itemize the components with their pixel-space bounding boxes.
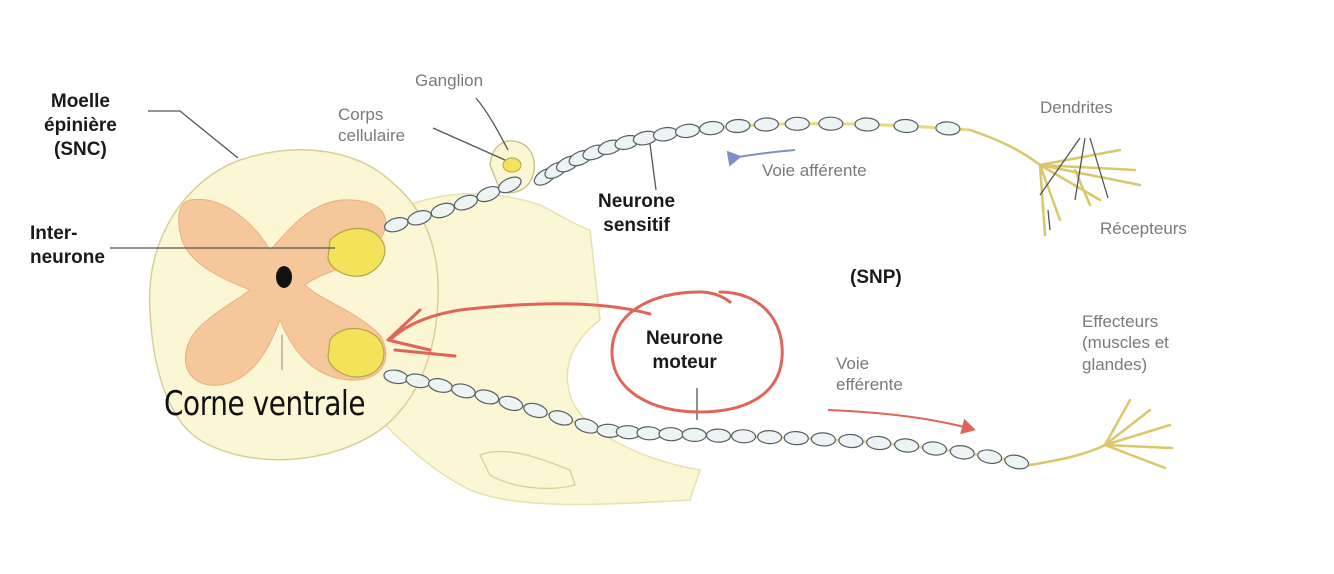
sensory-axon-myelin-segment [935,121,961,136]
motor-axon-myelin-segment [783,430,809,446]
label-neurone-moteur: Neurone moteur [646,327,723,375]
motor-axon-myelin-segment [731,429,757,444]
motor-axon-myelin-segment [705,428,732,443]
label-moteur-line2: moteur [652,351,717,373]
motor-axon-myelin-segment [949,445,975,460]
motor-axon-myelin-segment [498,395,524,412]
label-ganglion: Ganglion [415,71,484,90]
motor-axon-myelin-segment [894,438,920,453]
effector-terminals [1028,398,1174,470]
annotation-tail [393,348,457,358]
sensory-axon-myelin-segment [652,126,678,142]
label-corps-line2: cellulaire [338,126,406,146]
motor-axon-myelin-segment [636,426,662,441]
tissue-flap [479,450,576,490]
label-effecteurs-line3: glandes) [1082,354,1148,374]
annotation-arrowhead [386,308,432,352]
label-moteur-line1: Neurone [646,328,724,349]
label-voie-afferente: Voie afférente [762,161,867,180]
interneurone-soma [327,227,386,277]
label-sensitif-line1: Neurone [598,191,676,212]
sensory-axon-myelin-segment [725,118,751,134]
label-voie-efferente: Voie efférente [836,353,903,396]
label-corne-ventrale: Corne ventrale [164,384,366,424]
label-efferente-line2: efférente [836,375,903,395]
motor-axon-myelin-segment [977,449,1003,465]
label-neurone-sensitif: Neurone sensitif [598,190,675,238]
annotation-arrow [388,302,652,342]
leader-lines [110,97,1109,420]
dendrites [968,128,1142,237]
label-moelle: Moelle épinière (SNC) [44,90,117,161]
label-interneurone-line2: neurone [30,246,105,268]
efferent-arrow [827,409,976,435]
motor-axon-myelin-segment [921,441,948,456]
label-corps-line1: Corps [338,105,384,124]
afferent-arrow [726,149,796,167]
label-effecteurs-line2: (muscles et [1082,333,1169,353]
sensory-axon-myelin-segment [699,120,725,136]
label-effecteurs-line1: Effecteurs [1082,312,1159,331]
label-moelle-line1: Moelle [50,91,110,112]
motor-axon-myelin-segment [523,402,548,419]
label-moelle-line2: épinière [44,114,117,136]
sensory-axon-myelin-segment [818,116,844,131]
sensory-axon-myelin-segment [854,117,880,132]
motor-axon-myelin-segment [658,427,684,442]
motor-axon-myelin-segment [474,389,500,405]
motor-axon-myelin-segment [838,433,864,449]
sensory-axon [384,116,971,233]
label-dendrites: Dendrites [1040,98,1113,117]
motor-neuron-soma [327,327,385,378]
motor-axon-myelin-segment [810,432,836,447]
motor-axon-myelin-segment [866,435,892,451]
motor-axon-myelin-segment [548,410,574,426]
ganglion-soma [502,157,522,173]
label-efferente-line1: Voie [836,354,870,373]
annotation-circle [610,290,784,414]
sensory-axon-myelin-segment [497,176,522,194]
label-effecteurs: Effecteurs (muscles et glandes) [1082,311,1169,375]
label-moelle-line3: (SNC) [54,138,107,160]
label-snp: (SNP) [850,267,902,288]
motor-axon [383,369,1031,470]
central-canal [276,266,292,288]
motor-axon-myelin-segment [681,427,707,443]
sensory-axon-myelin-segment [784,116,810,131]
motor-axon-myelin-segment [1004,454,1030,470]
label-sensitif-line2: sensitif [603,214,670,236]
label-corps-cellulaire: Corps cellulaire [338,104,405,147]
sensory-axon-myelin-segment [893,118,919,134]
label-interneurone-line1: Inter- [30,223,78,244]
label-recepteurs: Récepteurs [1100,219,1187,238]
label-interneurone: Inter- neurone [30,222,105,270]
motor-axon-myelin-segment [757,429,783,445]
sensory-axon-myelin-segment [753,117,779,132]
sensory-axon-myelin-segment [674,123,701,139]
